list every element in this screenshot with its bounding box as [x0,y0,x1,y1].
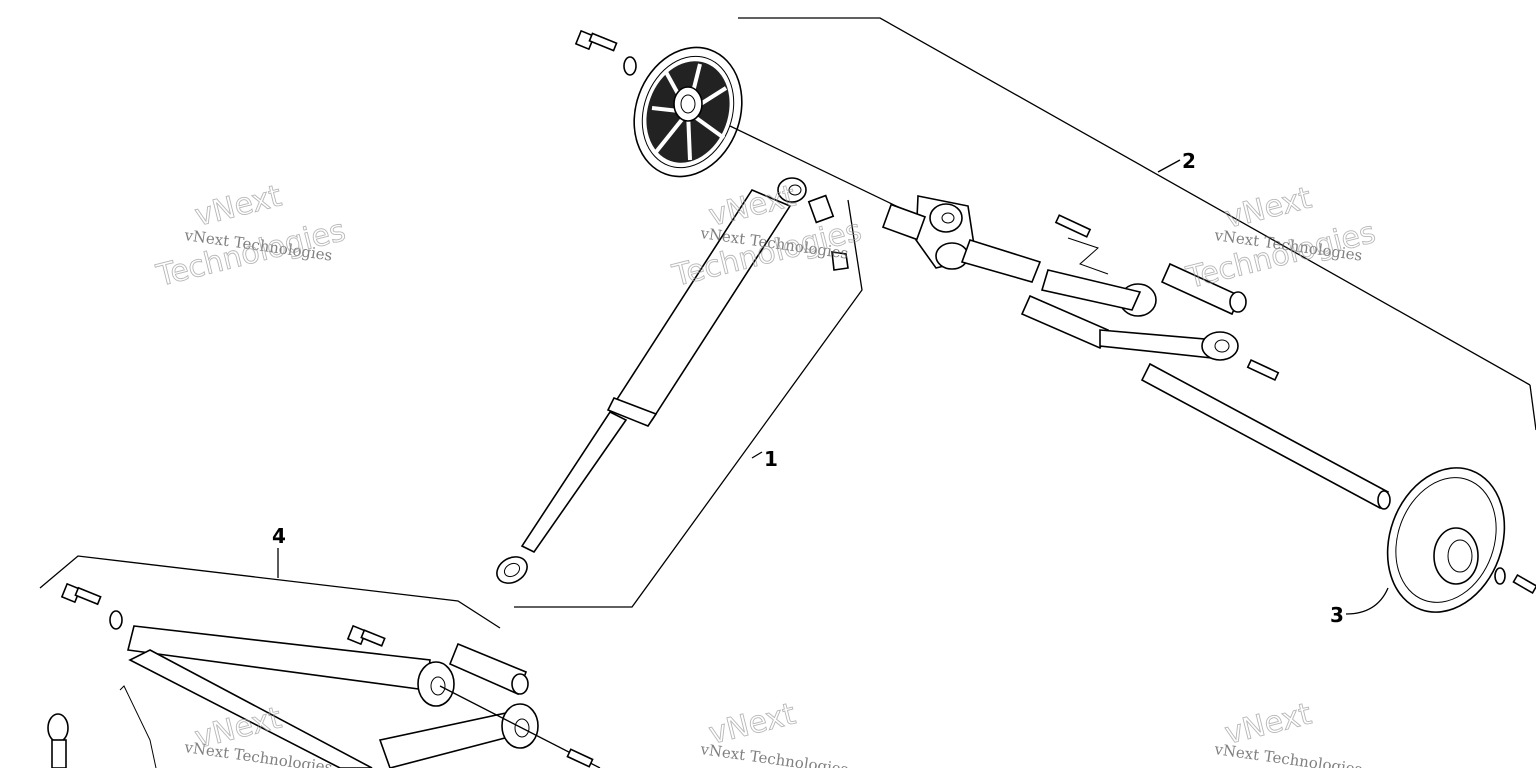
callout-4: 4 [272,524,286,548]
watermark-word: vNext [705,697,799,752]
watermark-top-center: vNext Technologies vNext Technologies [668,178,865,294]
shock-absorber [496,177,849,584]
watermark-word: Technologies [1182,215,1378,296]
watermark-bottom-center: vNext Technologies vNext [698,696,849,768]
callout-2: 2 [1182,149,1196,173]
watermark-word: vNext [1221,181,1315,236]
callout-1: 1 [764,447,778,471]
watermark-top-right: vNext Technologies vNext Technologies [1182,180,1379,296]
assembly-bracket-lines [39,17,1536,629]
callout-3: 3 [1330,603,1344,627]
lower-a-arm-assembly [47,582,601,768]
watermark-word: vNext [191,179,285,234]
watermark-word: Technologies [152,213,348,294]
upper-arm-assembly [881,195,1280,382]
lower-axle-shaft [1140,362,1391,510]
watermark-bottom-left: vNext Technologies vNext [182,700,333,768]
watermark-word: vNext [1221,697,1315,752]
idler-wheel-bottom [1386,467,1536,613]
watermark-top-left: vNext Technologies vNext Technologies [152,178,349,294]
bolt-top-left [574,29,637,76]
idler-wheel-top [633,46,743,178]
watermark-bottom-right: vNext Technologies vNext [1212,696,1363,768]
